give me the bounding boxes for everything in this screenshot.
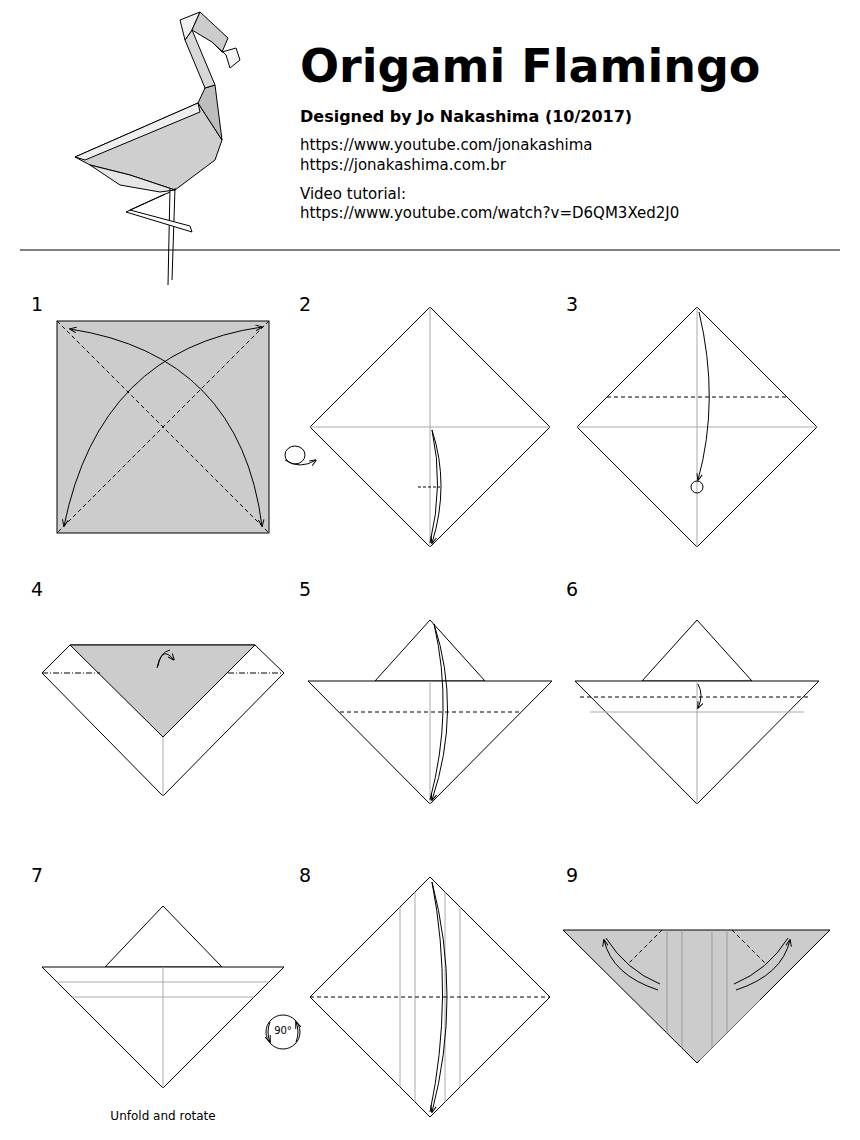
url-text: https://www.youtube.com/watch?v=D6QM3Xed… bbox=[300, 205, 679, 222]
step-number: 9 bbox=[566, 865, 578, 887]
step-4-figure bbox=[42, 645, 284, 796]
flamingo-figure bbox=[75, 12, 240, 285]
instruction-note: Unfold and rotate bbox=[110, 1110, 215, 1124]
step-9-figure bbox=[563, 930, 830, 1063]
step-6-figure bbox=[575, 620, 819, 804]
step-5-figure bbox=[308, 620, 552, 804]
step-1-figure bbox=[57, 321, 269, 533]
designer-credit: Designed by Jo Nakashima (10/2017) bbox=[300, 108, 632, 126]
step-number: 7 bbox=[31, 865, 43, 887]
url-text: https://www.youtube.com/jonakashima bbox=[300, 137, 592, 154]
step-number: 3 bbox=[566, 294, 578, 316]
separator-line bbox=[20, 250, 840, 251]
step-7-figure bbox=[42, 906, 284, 1088]
step-3-figure bbox=[577, 307, 817, 547]
step-number: 2 bbox=[299, 294, 311, 316]
step-number: 4 bbox=[31, 579, 43, 601]
turn-over-symbol bbox=[285, 446, 316, 465]
rotate-symbol bbox=[266, 1015, 300, 1049]
step-number: 5 bbox=[299, 579, 311, 601]
step-number: 8 bbox=[299, 865, 311, 887]
step-number: 1 bbox=[31, 294, 43, 316]
video-label: Video tutorial: bbox=[300, 186, 406, 203]
step-number: 6 bbox=[566, 579, 578, 601]
page-title: Origami Flamingo bbox=[300, 40, 760, 93]
step-8-figure bbox=[310, 877, 550, 1117]
url-text: https://jonakashima.com.br bbox=[300, 157, 506, 174]
step-2-figure bbox=[310, 307, 550, 547]
rotation-angle: 90° bbox=[274, 1025, 292, 1037]
